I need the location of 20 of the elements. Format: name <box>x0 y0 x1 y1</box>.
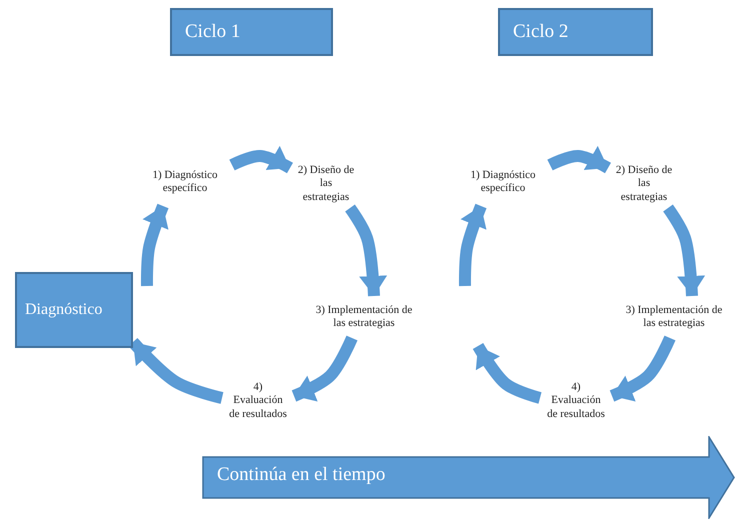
step-label: 3) Implementación de las estrategias <box>624 304 724 330</box>
step-label: 2) Diseño de las estrategias <box>297 164 355 204</box>
curved-arrow <box>472 342 542 404</box>
cycle-label-box: Ciclo 2 <box>498 8 653 56</box>
curved-arrow <box>663 204 706 296</box>
step-label: 4) Evaluación de resultados <box>546 380 606 422</box>
curved-arrow <box>128 338 224 404</box>
step-label: 3) Implementación de las estrategias <box>314 304 414 330</box>
step-label: 2) Diseño de las estrategias <box>615 164 673 204</box>
arrow-text: Continúa en el tiempo <box>217 464 386 486</box>
curved-arrow <box>140 204 169 286</box>
step-label: 1) Diagnóstico específico <box>469 168 537 196</box>
curved-arrow <box>458 204 487 286</box>
cycle-label-box: Ciclo 1 <box>170 8 333 56</box>
process-box: Diagnóstico <box>15 272 133 348</box>
curved-arrow <box>292 336 358 402</box>
curved-arrow <box>345 204 388 296</box>
step-label: 4) Evaluación de resultados <box>228 380 288 422</box>
curved-arrow <box>610 336 676 402</box>
step-label: 1) Diagnóstico específico <box>151 168 219 196</box>
